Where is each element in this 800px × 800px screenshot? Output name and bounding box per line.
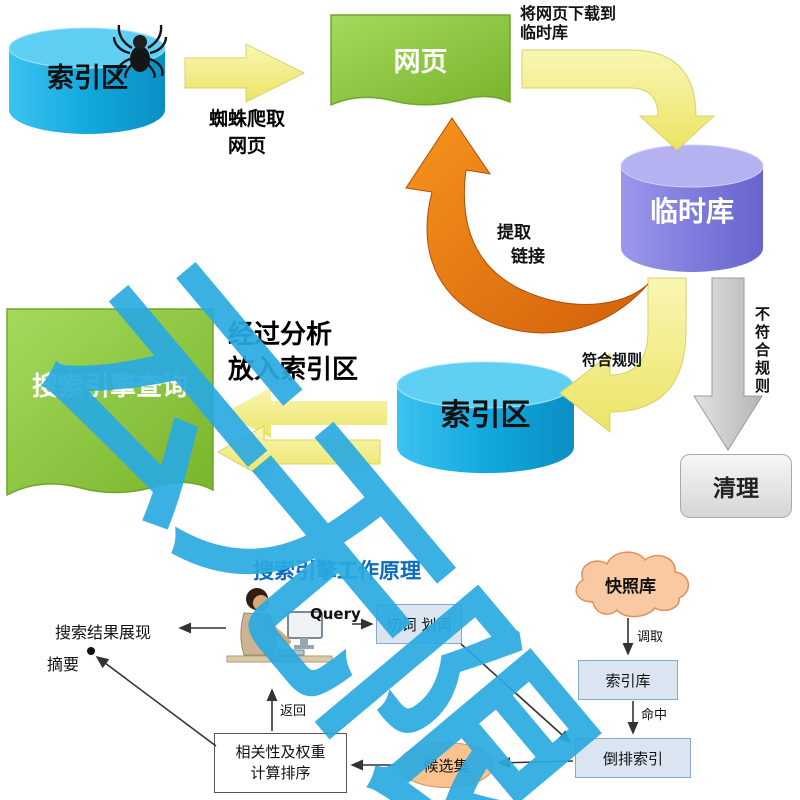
fetch-label: 调取 (637, 630, 664, 645)
analyze-label-line2: 放入索引区 (228, 355, 359, 385)
query-arrow-2 (216, 425, 381, 479)
hit-label: 命中 (641, 708, 668, 723)
user-at-computer-icon (226, 588, 333, 663)
rule-match-label: 符合规则 (582, 351, 643, 369)
cylinder-top (620, 144, 764, 188)
cylinder-top (8, 27, 166, 69)
temp-store-label: 临时库 (649, 195, 734, 228)
summary-dot (87, 647, 95, 655)
download-label-line1: 将网页下载到 (520, 4, 617, 23)
result-label: 搜索结果展现 (55, 623, 152, 642)
spider-icon (112, 24, 168, 78)
segmentation-label: 切词 划词 (386, 615, 452, 634)
crawl-label: 蜘蛛爬取 网页 (188, 104, 306, 158)
index-area-2-cylinder (396, 361, 574, 474)
page-body (6, 308, 214, 497)
index-area-1-cylinder (8, 27, 166, 134)
rule-not-match-label: 不符合规则 (753, 306, 771, 396)
search-query-page-shape (6, 308, 214, 497)
candidate-set-label: 候选集 (423, 756, 469, 775)
extract-label-line2: 链接 (511, 247, 545, 267)
download-arrow (521, 49, 716, 151)
search-query-page-label: 搜索引擎查询 (31, 372, 188, 402)
extract-label-line1: 提取 (497, 223, 531, 243)
index-store-box: 索引库 (578, 660, 678, 700)
cylinder-body (397, 385, 574, 474)
crawl-label-line2: 网页 (227, 135, 266, 157)
analyze-label: 经过分析 放入索引区 (228, 318, 358, 388)
bottom-title: 搜索引擎工作原理 (253, 559, 421, 583)
summary-label: 摘要 (47, 655, 80, 674)
query-label: Query (310, 605, 361, 623)
inverted-index-box: 倒排索引 (575, 738, 691, 778)
summary-connector (95, 656, 217, 747)
clean-box: 清理 (680, 454, 792, 518)
crawl-label-line1: 蜘蛛爬取 (208, 108, 285, 130)
analyze-label-line1: 经过分析 (228, 320, 333, 350)
clean-label: 清理 (713, 476, 759, 502)
inverted-index-label: 倒排索引 (602, 749, 663, 768)
ranking-label-line2: 计算排序 (250, 764, 311, 782)
snapshot-label: 快照库 (605, 577, 656, 597)
candidate-set-ellipse: 候选集 (398, 742, 494, 788)
index-area-2-label: 索引区 (440, 398, 531, 433)
download-label-line2: 临时库 (520, 23, 569, 42)
index-area-1-label: 索引区 (47, 63, 128, 94)
webpage-label: 网页 (393, 47, 448, 78)
inverted-to-candidate-arrow (497, 757, 574, 769)
cloud-icon (575, 551, 689, 618)
cylinder-body (9, 48, 165, 134)
webpage-shape (330, 14, 511, 107)
ranking-box: 相关性及权重 计算排序 (214, 733, 347, 793)
cylinder-body (621, 166, 763, 272)
crawl-arrow (184, 43, 306, 103)
segment-to-inverted-arrow (460, 643, 572, 744)
snapshot-cloud: 快照库 (563, 542, 698, 622)
back-label: 返回 (280, 704, 307, 719)
index-store-label: 索引库 (605, 671, 651, 690)
page-body (330, 14, 511, 107)
ranking-label-line1: 相关性及权重 (235, 743, 326, 761)
segmentation-box: 切词 划词 (376, 604, 462, 644)
query-arrow-1 (219, 384, 389, 442)
